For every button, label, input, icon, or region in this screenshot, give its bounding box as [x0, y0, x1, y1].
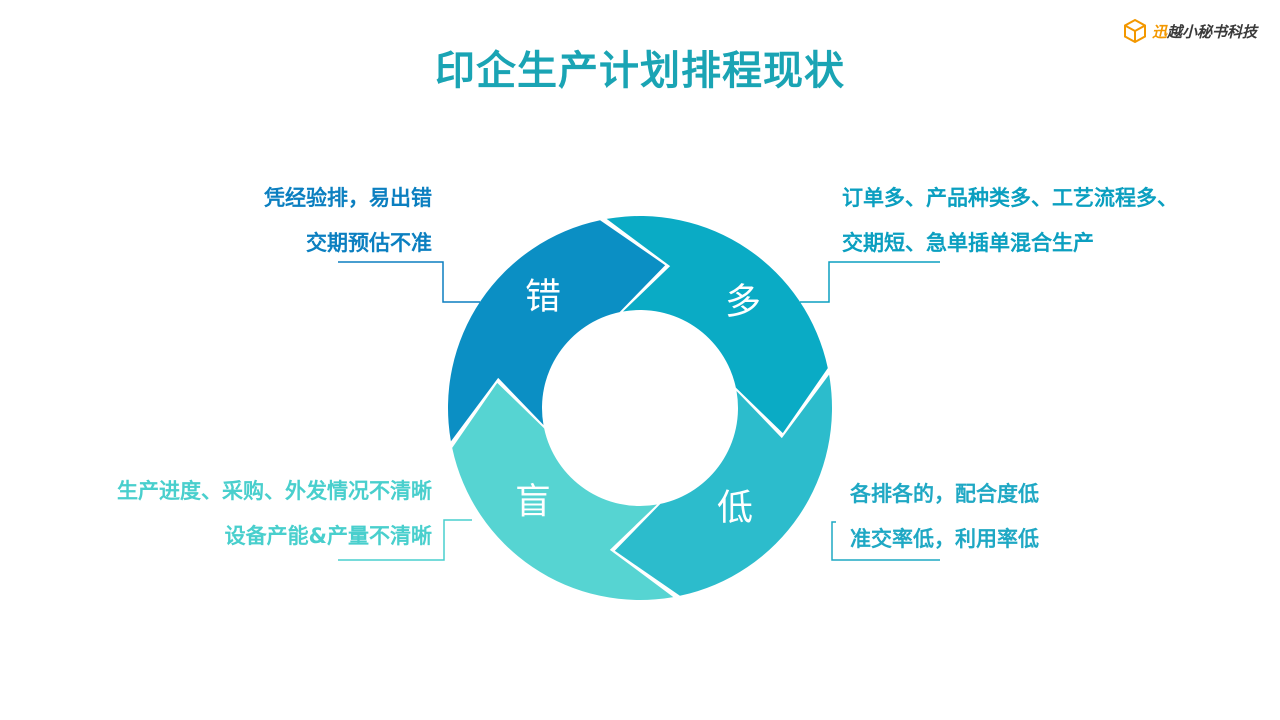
page-title: 印企生产计划排程现状 — [435, 48, 845, 94]
connector-bottom-left — [338, 519, 472, 561]
desc-bottom-right-line-1: 各排各的，配合度低 — [850, 482, 1039, 506]
connector-top-left — [338, 261, 480, 303]
cycle-segment-bottom-right — [614, 374, 832, 596]
desc-bottom-left-line-1: 生产进度、采购、外发情况不清晰 — [117, 479, 432, 503]
brand-logo: 迅越小秘书科技 — [1122, 16, 1257, 46]
desc-top-right-line-2: 交期短、急单插单混合生产 — [842, 231, 1094, 255]
hexagon-cube-icon — [1124, 18, 1146, 44]
desc-top-left-line-2: 交期预估不准 — [306, 231, 432, 255]
logo-text-highlight: 迅 — [1152, 22, 1168, 41]
cycle-segment-bottom-left — [452, 382, 674, 600]
desc-top-left: 凭经验排，易出错 交期预估不准 — [264, 176, 432, 266]
cycle-label-bottom-right: 低 — [717, 488, 753, 529]
connector-bottom-right — [831, 521, 940, 561]
desc-bottom-left: 生产进度、采购、外发情况不清晰 设备产能&产量不清晰 — [117, 469, 432, 559]
cycle-label-bottom-left: 盲 — [515, 482, 551, 523]
desc-top-right: 订单多、产品种类多、工艺流程多、 交期短、急单插单混合生产 — [842, 176, 1178, 266]
cycle-segment-top-right — [606, 216, 828, 434]
desc-bottom-right: 各排各的，配合度低 准交率低，利用率低 — [850, 472, 1039, 562]
desc-top-left-line-1: 凭经验排，易出错 — [264, 186, 432, 210]
desc-bottom-left-line-2: 设备产能&产量不清晰 — [224, 524, 432, 548]
cycle-label-top-right: 多 — [725, 282, 761, 323]
desc-bottom-right-line-2: 准交率低，利用率低 — [850, 527, 1039, 551]
connector-top-right — [800, 261, 940, 303]
cycle-segment-top-left — [448, 220, 666, 442]
cycle-label-top-left: 错 — [525, 277, 561, 318]
desc-top-right-line-1: 订单多、产品种类多、工艺流程多、 — [842, 186, 1178, 210]
logo-text-rest: 越小秘书科技 — [1167, 22, 1258, 41]
